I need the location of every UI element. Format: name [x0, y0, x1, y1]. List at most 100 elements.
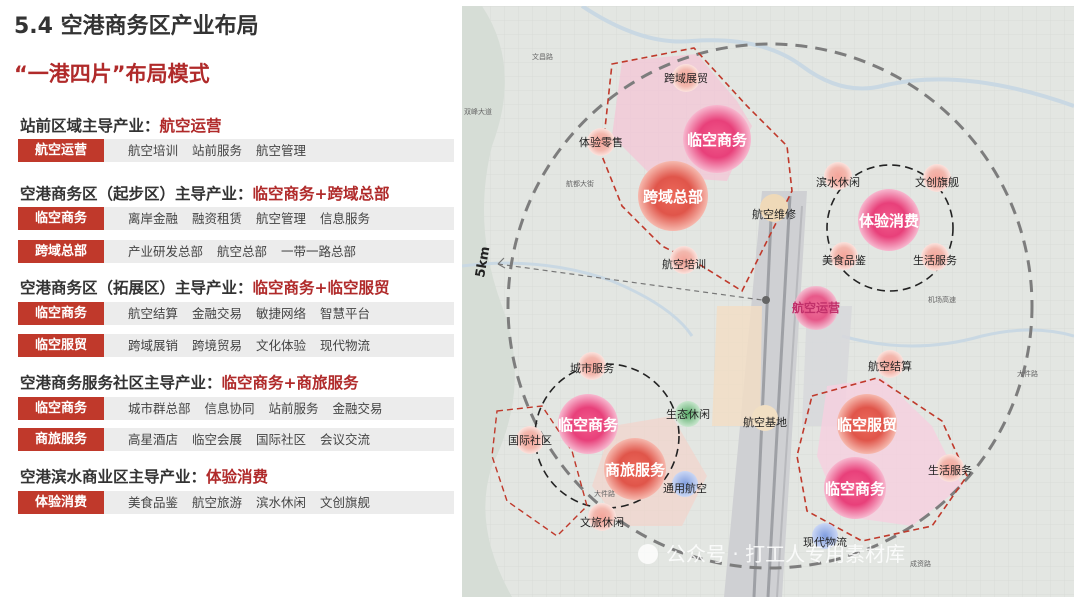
industry-item: 会议交流: [320, 432, 371, 447]
industry-items: 城市群总部信息协同站前服务金融交易: [128, 397, 397, 420]
big-node: 临空商务: [824, 457, 886, 519]
road-label: 文昌路: [532, 52, 553, 61]
industry-tag: 商旅服务: [18, 428, 104, 451]
river: [580, 6, 1074, 108]
small-node: 城市服务: [570, 352, 614, 380]
industry-items: 航空培训站前服务航空管理: [128, 139, 320, 162]
hub-node-label: 航空运营: [792, 300, 840, 315]
small-node: 美食品鉴: [822, 242, 866, 270]
green-belt: [462, 6, 515, 597]
section-heading-highlight: 航空运营: [159, 117, 222, 135]
industry-item: 敏捷网络: [256, 306, 307, 321]
small-node: 文旅休闲: [580, 503, 624, 531]
runway: [776, 205, 803, 597]
industry-row: 临空商务 城市群总部信息协同站前服务金融交易: [18, 397, 454, 420]
radius-label: 5km: [473, 245, 493, 278]
big-node: 商旅服务: [604, 438, 666, 500]
industry-item: 航空总部: [217, 244, 268, 259]
industry-item: 高星酒店: [128, 432, 179, 447]
industry-item: 城市群总部: [128, 401, 191, 416]
big-node: 临空服贸: [837, 394, 897, 454]
section-heading-highlight: 体验消费: [206, 468, 269, 486]
big-node-label: 体验消费: [859, 212, 919, 230]
industry-row: 商旅服务 高星酒店临空会展国际社区会议交流: [18, 428, 454, 451]
industry-row: 临空服贸 跨域展销跨境贸易文化体验现代物流: [18, 334, 454, 357]
road-label: 大件路: [594, 489, 615, 498]
small-node: 滨水休闲: [816, 162, 860, 190]
small-node: 航空结算: [868, 350, 912, 378]
big-node: 临空商务: [683, 105, 751, 173]
section-heading-highlight: 临空商务+商旅服务: [221, 374, 359, 392]
big-node: 体验消费: [858, 189, 920, 251]
industry-tag: 临空商务: [18, 397, 104, 420]
small-node: 生态休闲: [666, 401, 710, 427]
industry-row: 体验消费 美食品鉴航空旅游滨水休闲文创旗舰: [18, 491, 454, 514]
industry-row: 临空商务 离岸金融融资租赁航空管理信息服务: [18, 207, 454, 230]
zone-outline-waterfront: [826, 164, 954, 292]
big-node: 跨域总部: [638, 161, 708, 231]
small-node: 国际社区: [508, 426, 552, 454]
big-node: 临空商务: [558, 394, 619, 454]
section-heading: 空港商务服务社区主导产业：临空商务+商旅服务: [20, 371, 359, 393]
small-node-label: 国际社区: [508, 433, 552, 447]
airport-center-marker: [762, 296, 770, 304]
section-heading-prefix: 空港商务区（拓展区）主导产业：: [20, 279, 253, 297]
industry-item: 产业研发总部: [128, 244, 204, 259]
big-node-label: 商旅服务: [605, 461, 666, 479]
radius-5km-circle: [506, 42, 1034, 570]
industry-tag: 航空运营: [18, 139, 104, 162]
wechat-icon: [638, 544, 658, 564]
industry-item: 站前服务: [268, 401, 319, 416]
big-node-label: 临空商务: [687, 131, 748, 149]
road-label: 成资路: [910, 559, 931, 568]
big-node-label: 跨域总部: [643, 188, 703, 206]
industry-item: 站前服务: [192, 143, 243, 158]
industry-tag: 临空商务: [18, 207, 104, 230]
runway: [752, 195, 774, 597]
big-node-label: 临空商务: [558, 416, 619, 434]
hub-node: 航空运营: [792, 286, 840, 330]
industry-item: 跨境贸易: [192, 338, 243, 353]
industry-item: 智慧平台: [320, 306, 371, 321]
section-heading-prefix: 空港商务服务社区主导产业：: [20, 374, 222, 392]
industry-row: 航空运营 航空培训站前服务航空管理: [18, 139, 454, 162]
radius-arrow-icon: [497, 257, 506, 269]
industry-item: 跨域展销: [128, 338, 179, 353]
industry-item: 融资租赁: [192, 211, 243, 226]
legend-panel: 5.4 空港商务区产业布局 “一港四片”布局模式 站前区域主导产业：航空运营 航…: [0, 0, 462, 597]
small-node-label: 航空结算: [868, 359, 912, 373]
industry-item: 文创旗舰: [320, 495, 371, 510]
industry-tag: 临空商务: [18, 302, 104, 325]
industry-tag: 临空服贸: [18, 334, 104, 357]
industry-item: 一带一路总部: [281, 244, 357, 259]
big-node-label: 临空服贸: [837, 416, 897, 434]
small-node-label: 城市服务: [570, 361, 614, 375]
industry-item: 临空会展: [192, 432, 243, 447]
small-node: 体验零售: [579, 128, 623, 156]
industry-row: 跨域总部 产业研发总部航空总部一带一路总部: [18, 240, 454, 263]
section-heading-highlight: 临空商务+跨域总部: [252, 185, 390, 203]
small-node: 文创旗舰: [915, 164, 959, 192]
small-node: 航空维修: [752, 194, 796, 222]
small-node-label: 现代物流: [803, 535, 847, 549]
industry-item: 文化体验: [256, 338, 307, 353]
industry-items: 高星酒店临空会展国际社区会议交流: [128, 428, 384, 451]
airport-strip: [724, 191, 807, 597]
small-node-label: 航空基地: [743, 415, 787, 429]
industry-items: 跨域展销跨境贸易文化体验现代物流: [128, 334, 384, 357]
industry-tag: 跨域总部: [18, 240, 104, 263]
river: [841, 328, 1074, 348]
small-node: 航空基地: [743, 405, 787, 431]
small-node-label: 生活服务: [913, 253, 957, 267]
section-heading: 站前区域主导产业：航空运营: [20, 114, 222, 136]
small-node: 生活服务: [928, 454, 972, 482]
industry-items: 离岸金融融资租赁航空管理信息服务: [128, 207, 384, 230]
industry-item: 信息服务: [320, 211, 371, 226]
section-heading-prefix: 空港商务区（起步区）主导产业：: [20, 185, 253, 203]
industry-tag: 体验消费: [18, 491, 104, 514]
small-node-label: 生活服务: [928, 463, 972, 477]
small-node-label: 文旅休闲: [580, 515, 624, 529]
page-subtitle: “一港四片”布局模式: [14, 62, 210, 86]
industry-item: 航空旅游: [192, 495, 243, 510]
small-node-label: 文创旗舰: [915, 175, 959, 189]
